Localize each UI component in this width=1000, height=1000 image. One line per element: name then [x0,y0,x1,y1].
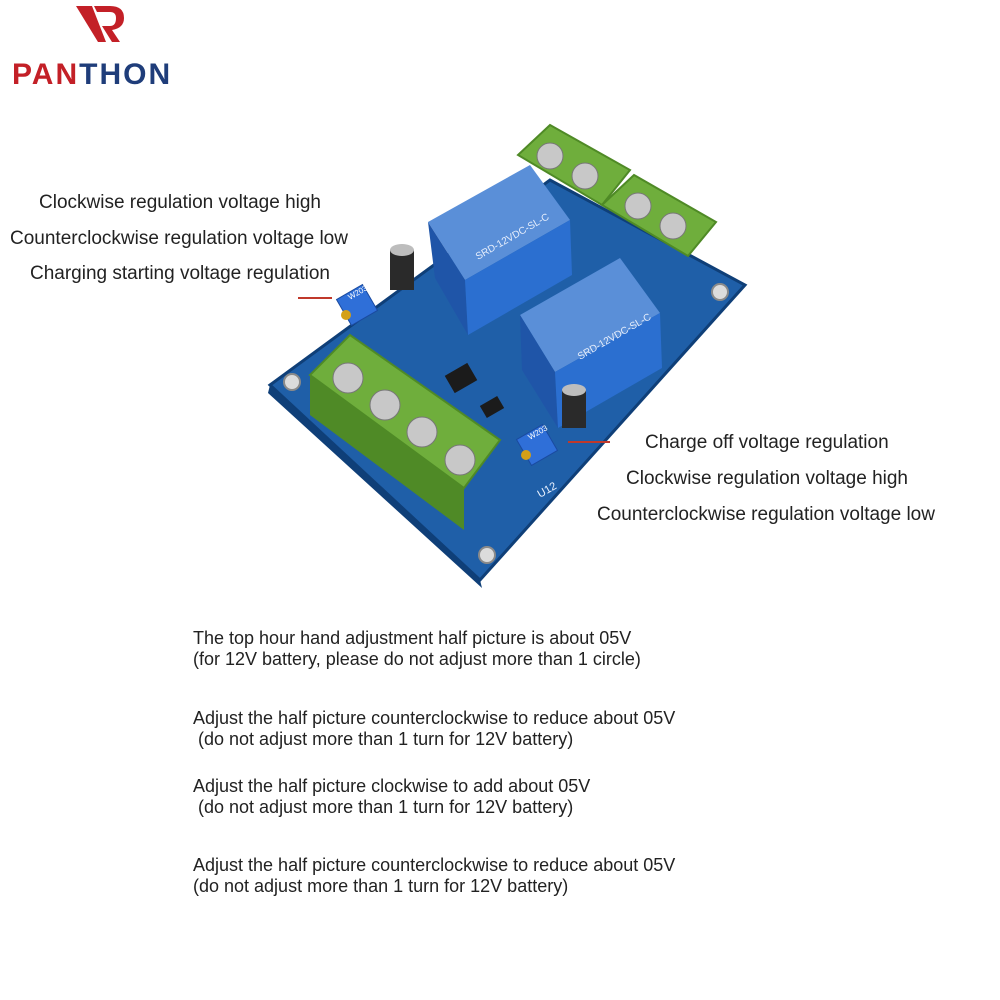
brand-logo: PANTHON [6,0,216,100]
logo-mark-icon [76,6,124,42]
potentiometer-1: W203 [335,283,379,327]
label-left-counterclockwise-low: Counterclockwise regulation voltage low [10,228,348,249]
note-4: Adjust the half picture counterclockwise… [193,855,675,897]
note-2: Adjust the half picture counterclockwise… [193,708,675,750]
relay-board-photo: SRD-12VDC-SL-C SRD-12VDC-SL-C W2 [267,123,748,588]
note-4-line2: (do not adjust more than 1 turn for 12V … [193,876,569,896]
brand-name-part1: PAN [12,58,80,91]
note-3: Adjust the half picture clockwise to add… [193,776,590,818]
transistor-chip [479,395,505,419]
note-2-line1: Adjust the half picture counterclockwise… [193,708,676,728]
note-3-line2: (do not adjust more than 1 turn for 12V … [193,797,574,817]
capacitor-1 [390,244,414,290]
note-2-line2: (do not adjust more than 1 turn for 12V … [193,729,574,749]
label-left-clockwise-high: Clockwise regulation voltage high [39,192,321,213]
ic-chip [444,362,478,394]
brand-name-part2: THON [79,58,173,91]
label-right-clockwise-high: Clockwise regulation voltage high [626,468,908,489]
note-1: The top hour hand adjustment half pictur… [193,628,641,670]
terminal-bottom [308,333,502,530]
mount-hole-right [711,283,729,301]
capacitor-2 [562,384,586,428]
terminal-top [516,123,718,258]
label-right-charge-off: Charge off voltage regulation [645,432,889,453]
relay-1: SRD-12VDC-SL-C [428,165,572,335]
label-left-charging-start: Charging starting voltage regulation [30,263,330,284]
note-1-line1: The top hour hand adjustment half pictur… [193,628,632,648]
brand-name: PANTHON [12,58,172,92]
label-right-counterclockwise-low: Counterclockwise regulation voltage low [597,504,935,525]
note-3-line1: Adjust the half picture clockwise to add… [193,776,591,796]
mount-hole-bottom [478,546,496,564]
mount-hole-left [283,373,301,391]
note-1-line2: (for 12V battery, please do not adjust m… [193,649,641,669]
note-4-line1: Adjust the half picture counterclockwise… [193,855,676,875]
potentiometer-2: W203 [515,423,559,467]
